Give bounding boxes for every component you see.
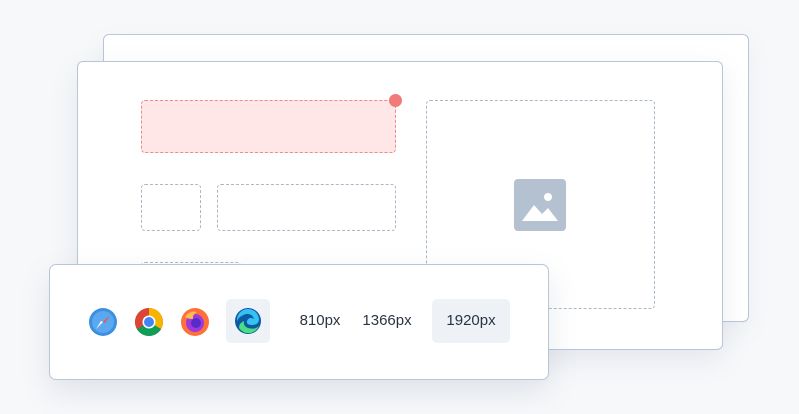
chrome-icon[interactable] bbox=[134, 307, 164, 337]
placeholder-partial-block bbox=[141, 262, 241, 274]
image-icon bbox=[514, 179, 566, 231]
change-indicator-dot bbox=[389, 94, 402, 107]
firefox-icon[interactable] bbox=[180, 307, 210, 337]
placeholder-field bbox=[217, 184, 396, 231]
resolution-option-selected[interactable]: 1920px bbox=[432, 299, 510, 343]
placeholder-square bbox=[141, 184, 201, 231]
safari-icon[interactable] bbox=[88, 307, 118, 337]
resolution-option[interactable]: 1366px bbox=[362, 312, 412, 329]
highlighted-placeholder-block[interactable] bbox=[141, 100, 396, 153]
resolution-option[interactable]: 810px bbox=[299, 312, 341, 329]
edge-icon[interactable] bbox=[233, 306, 263, 336]
